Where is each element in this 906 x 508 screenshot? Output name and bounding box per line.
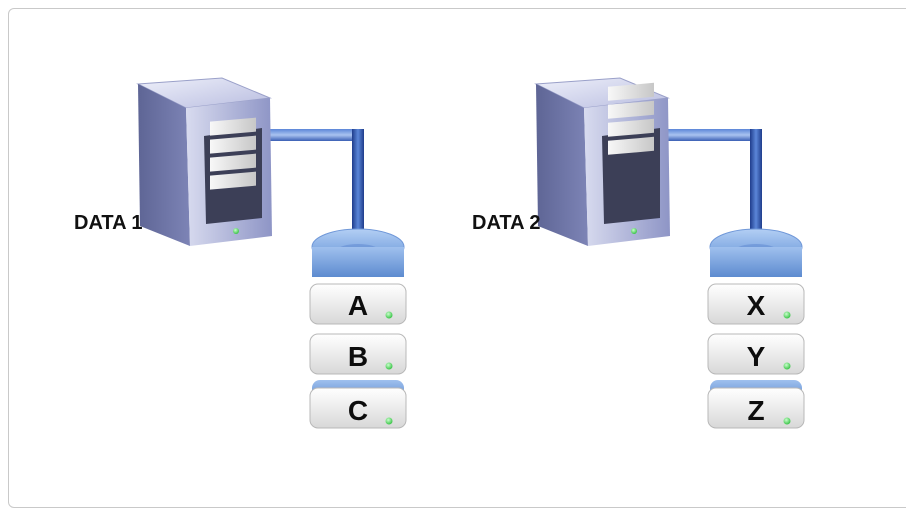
server-led-icon: [233, 228, 239, 234]
server-icon: [136, 77, 272, 246]
disk-stack-2: X Y Z: [707, 228, 805, 429]
disk-label: Z: [747, 395, 764, 426]
server-led-icon: [631, 228, 637, 234]
disk-label: C: [348, 395, 368, 426]
server-icon: [534, 77, 670, 246]
disk-label: A: [348, 290, 368, 321]
disk-led-icon: [783, 362, 791, 370]
disk-led-icon: [385, 362, 393, 370]
disk-z: Z: [707, 387, 805, 429]
disk-stack-1: A B C: [309, 228, 407, 429]
disk-label: B: [348, 341, 368, 372]
storage-diagram: DATA 1 A B C: [74, 77, 805, 429]
disk-led-icon: [385, 417, 393, 425]
disk-c: C: [309, 387, 407, 429]
disk-label: X: [747, 290, 766, 321]
connector-cable-2: [660, 129, 762, 257]
group-data-1: DATA 1 A B C: [74, 77, 407, 429]
connector-cable-1: [262, 129, 364, 257]
disk-led-icon: [385, 311, 393, 319]
disk-led-icon: [783, 417, 791, 425]
disk-label: Y: [747, 341, 766, 372]
disk-led-icon: [783, 311, 791, 319]
group-data-2: DATA 2 X Y Z: [472, 77, 805, 429]
server-label: DATA 2: [472, 212, 541, 234]
server-label: DATA 1: [74, 212, 143, 234]
